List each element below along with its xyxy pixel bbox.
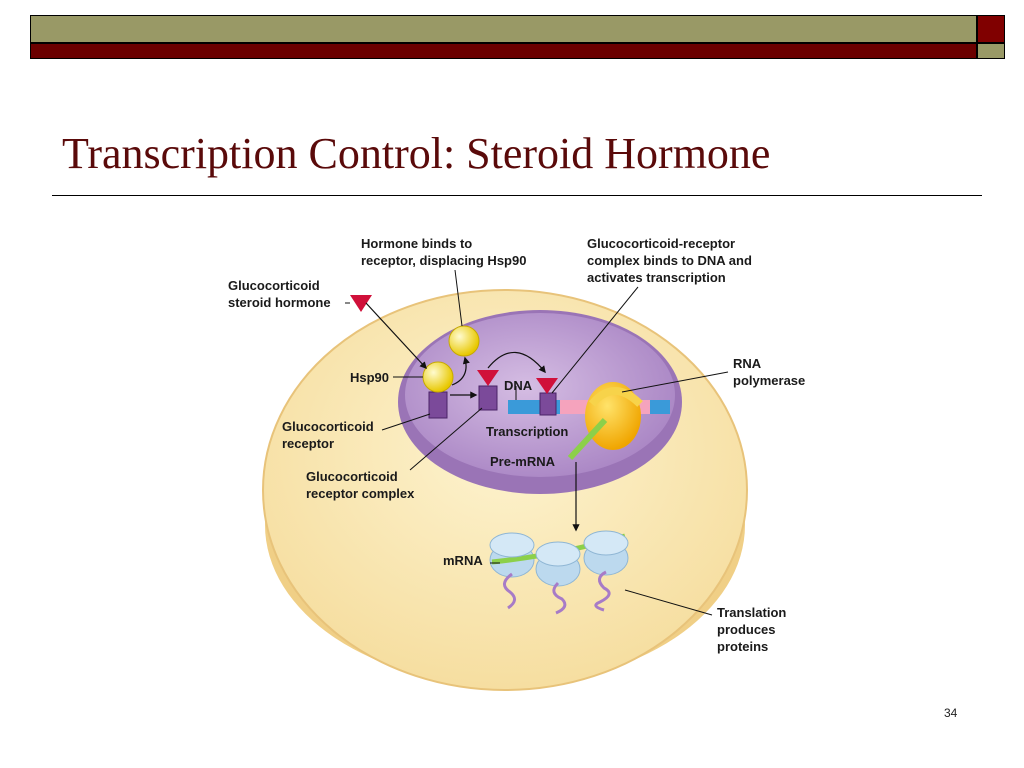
slide-title: Transcription Control: Steroid Hormone — [62, 129, 771, 178]
label-hsp90: Hsp90 — [350, 370, 389, 385]
nuclear-receptor — [478, 385, 498, 411]
leader-translation — [624, 589, 713, 616]
protein-chain-2 — [552, 581, 567, 615]
leader-receptor-complex — [409, 407, 483, 471]
label-glucocorticoid-line2: steroid hormone — [228, 295, 331, 310]
label-translation-line2: produces — [717, 622, 776, 637]
label-gr-complex-line3: activates transcription — [587, 270, 726, 285]
hsp90-released — [448, 325, 480, 357]
header-olive-band — [30, 15, 977, 43]
free-steroid-hormone — [350, 295, 372, 312]
label-rna-line1: RNA — [733, 356, 762, 371]
arrow-hsp90-release — [451, 356, 470, 386]
page-number: 34 — [944, 706, 958, 720]
header-maroon-square — [977, 15, 1005, 43]
pre-mrna-strand — [567, 417, 608, 461]
receptor-complex-on-dna — [536, 378, 558, 416]
nuclear-hormone — [477, 370, 499, 386]
arrow-hormone-to-receptor — [365, 302, 427, 370]
polymerase-clamp — [588, 387, 643, 407]
ribosome-2-top — [535, 541, 581, 567]
label-translation-line3: proteins — [717, 639, 768, 654]
label-mrna: mRNA — [443, 553, 483, 568]
label-hormone-binds-line1: Hormone binds to — [361, 236, 472, 251]
header-olive-square — [977, 43, 1005, 59]
diagram-labels: Hormone binds to receptor, displacing Hsp… — [228, 236, 805, 654]
label-dna: DNA — [504, 378, 533, 393]
hsp90-bound — [422, 361, 454, 393]
receptor-complex-nucleus — [477, 370, 499, 411]
leader-hormone-binds — [454, 269, 463, 327]
ribosome-3-top — [583, 530, 629, 556]
label-translation-line1: Translation — [717, 605, 786, 620]
dna-bound-receptor — [539, 392, 557, 416]
leader-lines — [345, 269, 729, 616]
slide-header-bar — [30, 15, 1005, 59]
label-receptor-line1: Glucocorticoid — [282, 419, 374, 434]
label-pre-mrna: Pre-mRNA — [490, 454, 556, 469]
label-receptor-complex-line1: Glucocorticoid — [306, 469, 398, 484]
dna-bound-hormone — [536, 378, 558, 394]
label-gr-complex-line1: Glucocorticoid-receptor — [587, 236, 735, 251]
leader-gr-complex-binds — [551, 286, 639, 394]
label-receptor-complex-line2: receptor complex — [306, 486, 415, 501]
leader-rna-polymerase — [621, 371, 729, 393]
title-divider — [52, 195, 982, 196]
cytoplasmic-receptor — [428, 391, 448, 419]
protein-chain-3 — [594, 570, 611, 612]
protein-chain-1 — [503, 572, 516, 610]
process-arrows — [365, 302, 580, 532]
label-transcription: Transcription — [486, 424, 568, 439]
arrow-complex-to-dna — [487, 351, 546, 374]
ribosome-1-top — [489, 532, 535, 558]
label-gr-complex-line2: complex binds to DNA and — [587, 253, 752, 268]
translation-complex — [489, 530, 629, 615]
label-rna-line2: polymerase — [733, 373, 805, 388]
label-glucocorticoid-line1: Glucocorticoid — [228, 278, 320, 293]
label-hormone-binds-line2: receptor, displacing Hsp90 — [361, 253, 526, 268]
label-receptor-line2: receptor — [282, 436, 334, 451]
rna-polymerase-shape — [585, 382, 643, 450]
leader-receptor — [381, 413, 431, 431]
header-maroon-band — [30, 43, 977, 59]
